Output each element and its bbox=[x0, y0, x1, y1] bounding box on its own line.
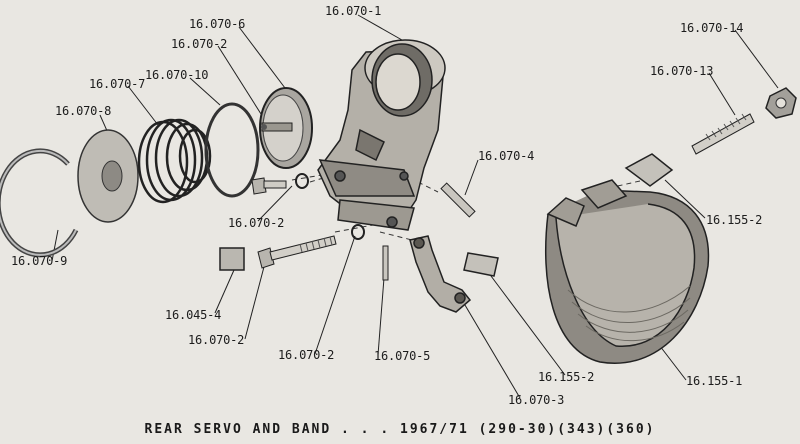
pivot-pin-part bbox=[440, 182, 476, 218]
label-pivot-pin: 16.070-4 bbox=[478, 149, 535, 163]
screw-bolt-part bbox=[251, 177, 287, 195]
label-actuating-lever: 16.070-3 bbox=[508, 393, 565, 407]
long-bolt-part bbox=[257, 235, 337, 269]
label-pivot-pin-lower: 16.070-5 bbox=[374, 349, 431, 363]
actuating-lever-part bbox=[409, 235, 472, 313]
piston-part bbox=[259, 87, 313, 169]
return-spring-part bbox=[137, 118, 212, 204]
locknut-part bbox=[765, 87, 797, 119]
label-band-strut-upper: 16.155-2 bbox=[706, 213, 763, 227]
label-piston: 16.070-6 bbox=[189, 17, 246, 31]
shim-part bbox=[219, 247, 245, 271]
label-outer-seal-ring: 16.070-10 bbox=[145, 68, 209, 82]
adjusting-screw-part bbox=[691, 113, 755, 155]
label-band-strut-lower: 16.155-2 bbox=[538, 370, 595, 384]
label-rear-band: 16.155-1 bbox=[686, 374, 743, 388]
rear-band-part bbox=[545, 179, 710, 364]
label-long-bolt: 16.070-2 bbox=[188, 333, 245, 347]
label-snap-ring: 16.070-9 bbox=[11, 254, 68, 268]
diagram-caption: REAR SERVO AND BAND . . . 1967/71 (290-3… bbox=[144, 422, 656, 437]
label-shim: 16.045-4 bbox=[165, 308, 222, 322]
label-piston-seal: 16.070-2 bbox=[171, 37, 228, 51]
label-locknut: 16.070-14 bbox=[680, 21, 744, 35]
lockwasher-part bbox=[295, 173, 309, 189]
leader-lines bbox=[51, 14, 779, 399]
spring-seat-part bbox=[77, 129, 139, 223]
outer-seal-ring-part bbox=[204, 102, 260, 198]
label-adjusting-screw: 16.070-13 bbox=[650, 64, 714, 78]
band-strut-lower-part bbox=[463, 252, 499, 277]
label-return-spring: 16.070-7 bbox=[89, 77, 146, 91]
label-lockwasher-lower: 16.070-2 bbox=[278, 348, 335, 362]
band-strut-upper-part bbox=[624, 153, 674, 187]
lockwasher-lower-part bbox=[351, 224, 365, 240]
small-pin-part bbox=[382, 245, 389, 281]
label-screw-bolt: 16.070-2 bbox=[228, 216, 285, 230]
snap-ring-part bbox=[0, 148, 79, 258]
servo-housing-part bbox=[317, 39, 446, 231]
label-servo-housing: 16.070-1 bbox=[325, 4, 382, 18]
label-spring-seat: 16.070-8 bbox=[55, 104, 112, 118]
